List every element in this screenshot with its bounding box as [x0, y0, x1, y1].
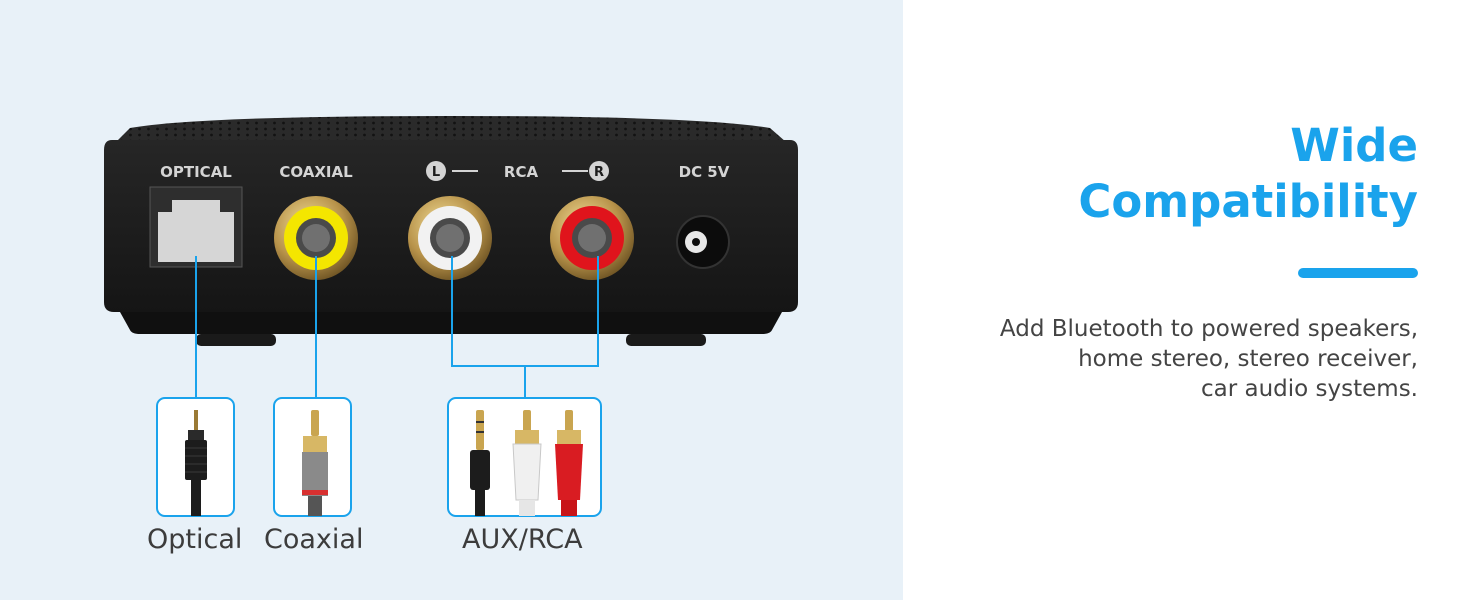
- headline-line-1: Wide: [1290, 119, 1418, 172]
- rca-red-plug-icon: [555, 410, 583, 516]
- port-label-rca-left: L: [432, 165, 440, 180]
- accent-divider: [1298, 268, 1418, 278]
- device-illustration: OPTICAL COAXIAL L RCA R DC 5V: [104, 116, 798, 517]
- device-top-mesh: [116, 116, 786, 142]
- device-foot-left: [196, 334, 276, 346]
- aux-plug-icon: [470, 410, 490, 516]
- description-line-3: car audio systems.: [1201, 376, 1418, 402]
- port-label-coaxial: COAXIAL: [279, 163, 353, 181]
- text-panel: [903, 0, 1464, 600]
- rca-left-jack: [408, 196, 492, 280]
- rca-right-jack: [550, 196, 634, 280]
- port-label-optical: OPTICAL: [160, 163, 232, 181]
- description: Add Bluetooth to powered speakers, home …: [898, 314, 1418, 404]
- optical-port: [149, 186, 243, 268]
- caption-optical: Optical: [147, 524, 243, 555]
- port-label-rca: RCA: [504, 163, 539, 181]
- description-line-1: Add Bluetooth to powered speakers,: [999, 316, 1418, 342]
- connector-lines: [195, 256, 599, 398]
- dc-power-jack: [676, 215, 730, 269]
- caption-coaxial: Coaxial: [264, 524, 364, 555]
- coaxial-plug-icon: [302, 410, 328, 516]
- optical-plug-icon: [185, 410, 207, 516]
- coaxial-jack: [274, 196, 358, 280]
- caption-aux-rca: AUX/RCA: [462, 524, 583, 555]
- headline: Wide Compatibility: [1078, 118, 1418, 230]
- device-foot-right: [626, 334, 706, 346]
- description-line-2: home stereo, stereo receiver,: [1078, 346, 1418, 372]
- port-label-dc: DC 5V: [679, 163, 730, 181]
- headline-line-2: Compatibility: [1078, 175, 1418, 228]
- port-label-rca-right: R: [594, 165, 604, 180]
- rca-white-plug-icon: [512, 410, 542, 516]
